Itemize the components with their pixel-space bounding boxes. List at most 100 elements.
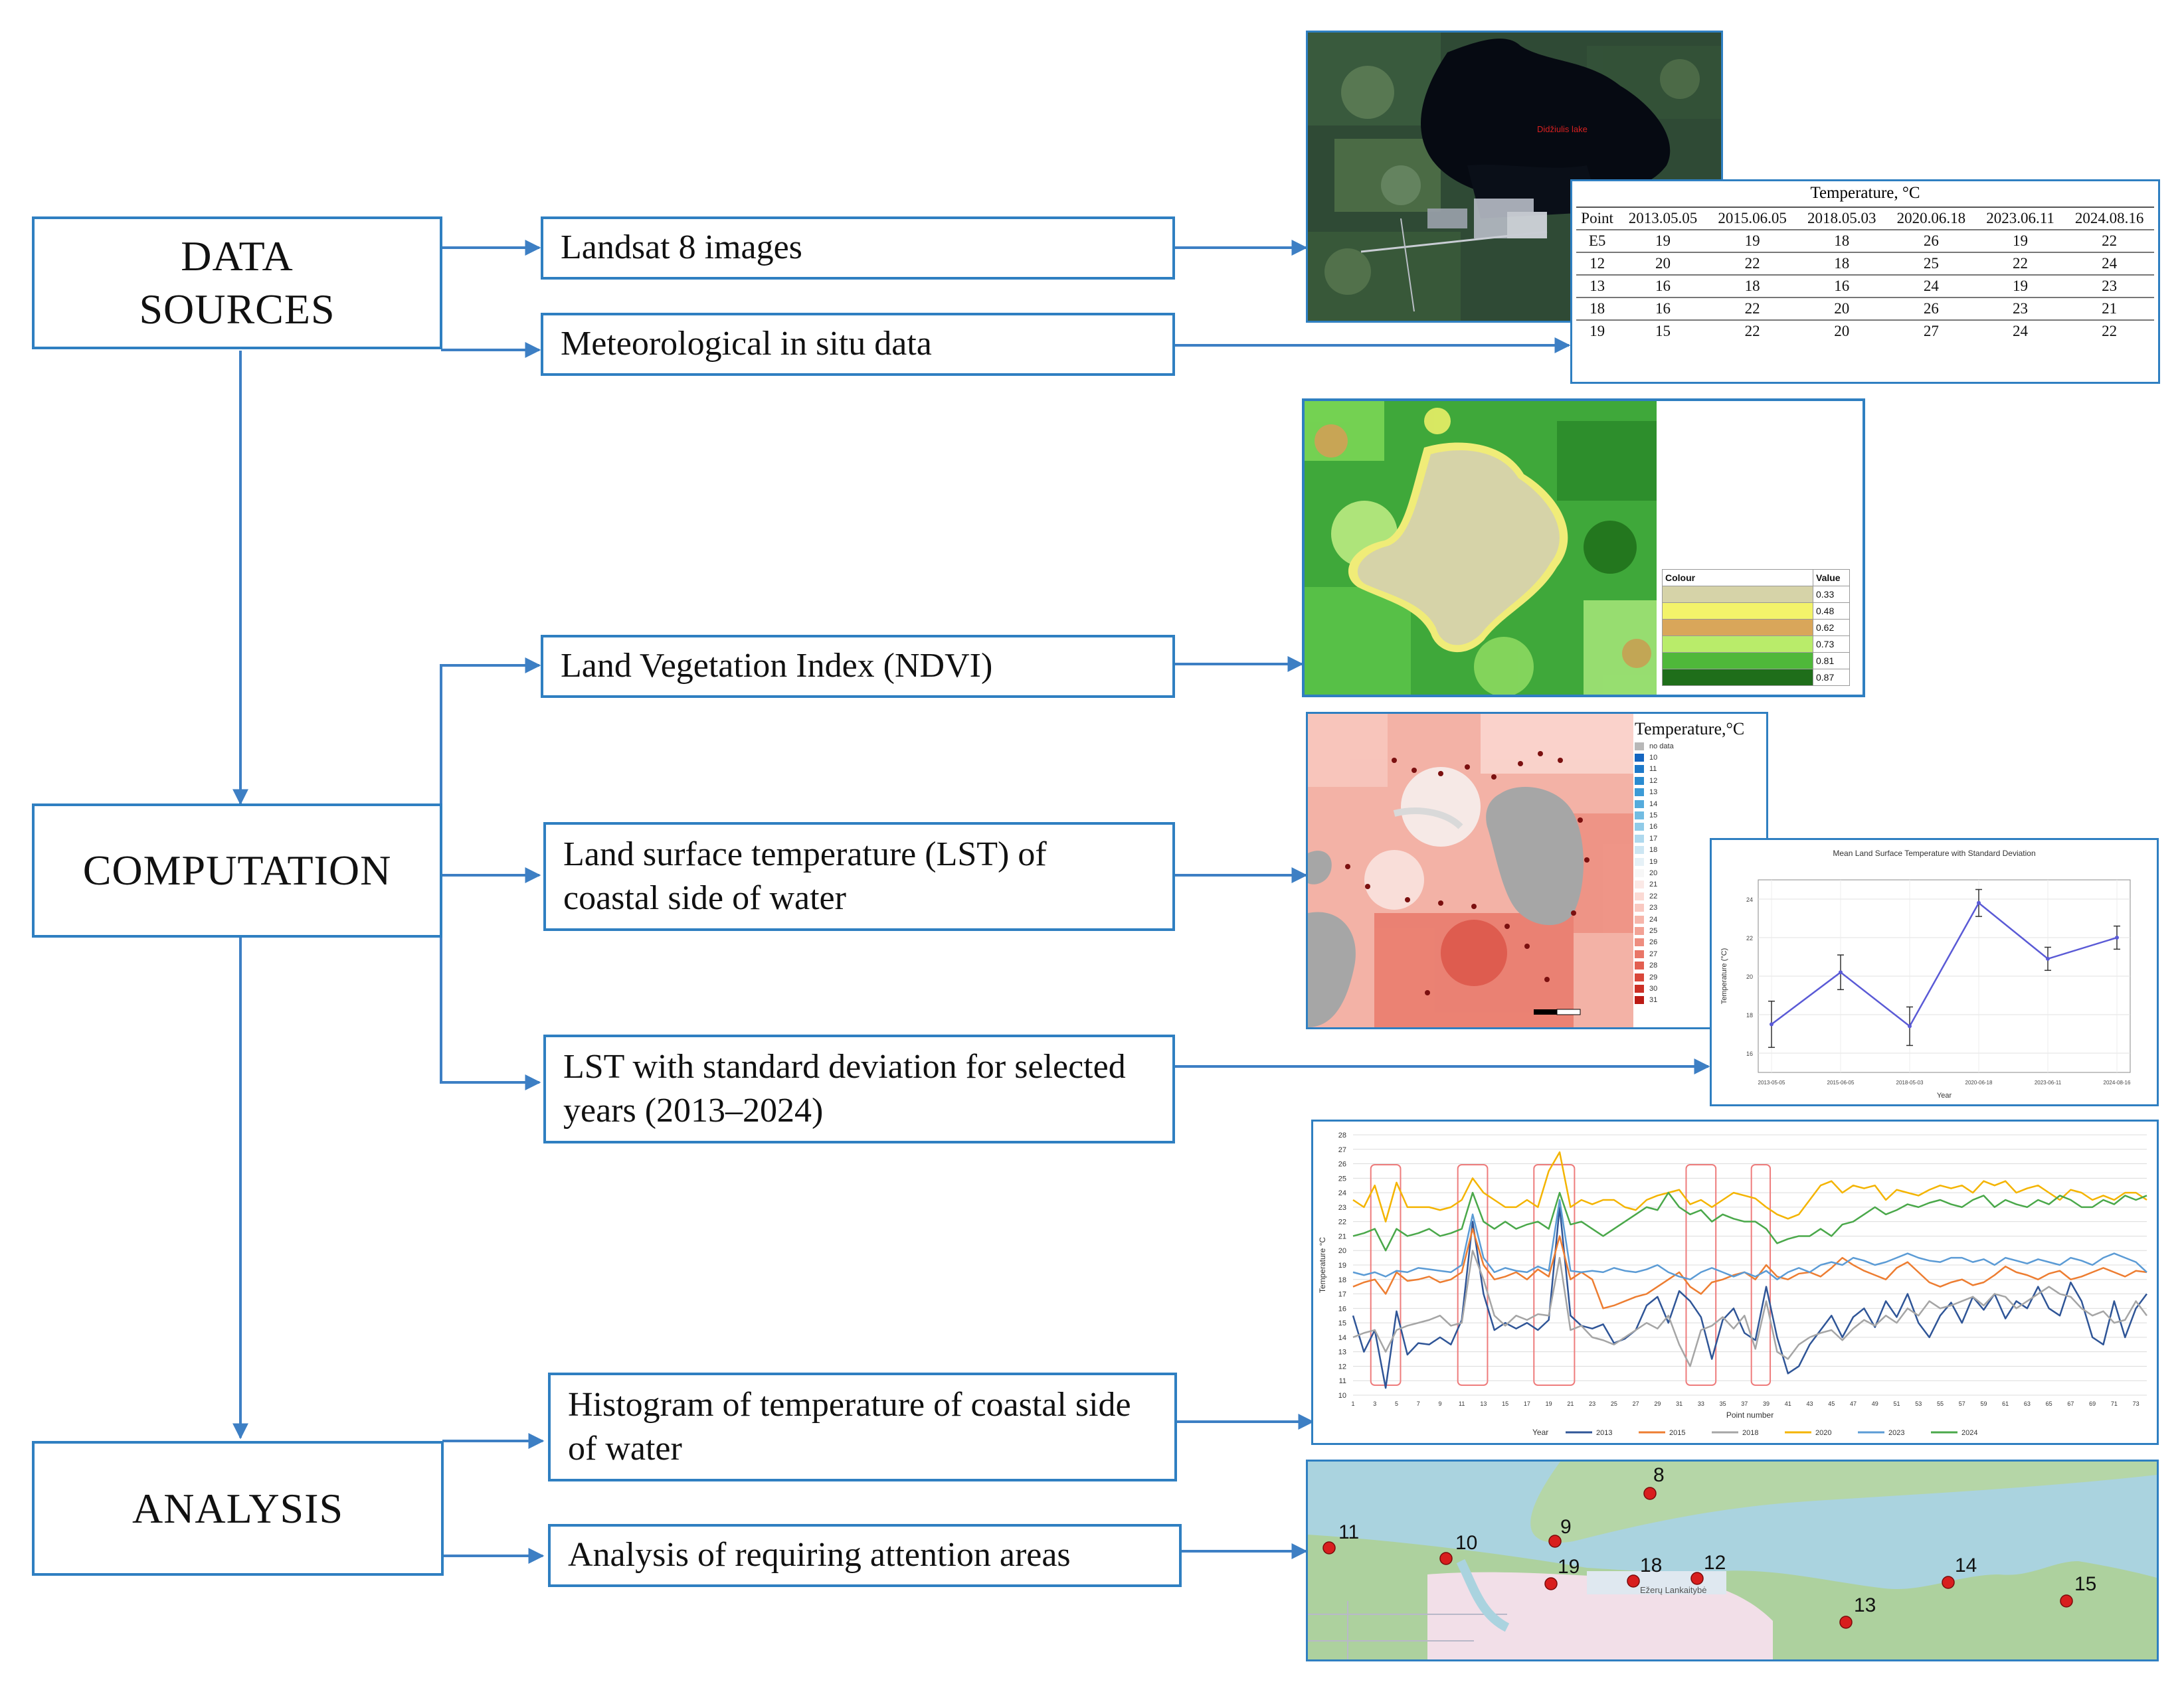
process-ndvi-label: Land Vegetation Index (NDVI): [561, 647, 993, 685]
lst-legend-label: 29: [1649, 973, 1658, 981]
table-cell: 22: [1707, 252, 1797, 275]
point-chart-ytick: 14: [1338, 1334, 1346, 1342]
lst-legend-label: 14: [1649, 800, 1658, 808]
point-chart-ytick: 24: [1338, 1189, 1346, 1197]
table-cell: 27: [1886, 319, 1976, 342]
point-chart-xtick: 53: [1915, 1400, 1922, 1407]
ndvi-swatch: [1662, 619, 1813, 636]
process-lst-std-label: LST with standard deviation for selected…: [563, 1047, 1126, 1130]
point-chart-xtick: 51: [1893, 1400, 1900, 1407]
point-chart-xtick: 23: [1589, 1400, 1595, 1407]
table-cell: 23: [1975, 297, 2065, 320]
ndvi-swatch: [1662, 652, 1813, 669]
process-attention: Analysis of requiring attention areas: [548, 1524, 1182, 1587]
table-cell: 20: [1797, 297, 1887, 320]
lst-legend-item: 15: [1635, 809, 1766, 821]
ndvi-legend-col1: Colour: [1662, 569, 1813, 586]
map-marker-label: 11: [1338, 1521, 1359, 1543]
map-marker: [1544, 1577, 1558, 1590]
lst-legend-item: 20: [1635, 867, 1766, 879]
table-cell: 15: [1618, 319, 1708, 342]
map-marker: [1322, 1541, 1336, 1555]
table-cell: 24: [1975, 319, 2065, 342]
landsat-image: Didžiulis lake: [1306, 31, 1723, 323]
lst-legend-label: no data: [1649, 742, 1674, 750]
lst-legend-item: 21: [1635, 879, 1766, 890]
map-marker: [1439, 1552, 1453, 1565]
table-cell: 19: [1975, 229, 2065, 252]
point-chart-series-line: [1352, 1191, 2147, 1252]
mean-chart-ytick: 16: [1746, 1051, 1753, 1057]
map-marker-label: 12: [1704, 1552, 1726, 1574]
point-chart-legend-label: 2015: [1669, 1429, 1685, 1437]
process-lst-std: LST with standard deviation for selected…: [543, 1035, 1175, 1143]
road-label: Ežerų Lankaitybė: [1640, 1585, 1706, 1595]
ndvi-legend-col2: Value: [1813, 569, 1850, 586]
point-chart-xtick: 21: [1567, 1400, 1574, 1407]
table-cell: 24: [2064, 252, 2154, 275]
lst-legend-swatch: [1635, 776, 1644, 785]
lst-legend-label: 11: [1649, 765, 1657, 774]
point-chart-legend-label: 2020: [1815, 1429, 1831, 1437]
lake-label: Didžiulis lake: [1537, 124, 1588, 134]
ndvi-swatch: [1662, 586, 1813, 603]
table-header-cell: Point: [1581, 210, 1613, 226]
lst-legend-label: 16: [1649, 823, 1658, 831]
point-chart-ytick: 13: [1338, 1349, 1346, 1357]
lst-legend-swatch: [1635, 800, 1644, 808]
table-cell: E5: [1576, 229, 1619, 252]
lst-legend-swatch: [1635, 823, 1644, 831]
point-chart-ylabel: Temperature °C: [1318, 1237, 1327, 1293]
lst-legend-swatch: [1635, 938, 1644, 947]
table-cell: 13: [1576, 274, 1619, 297]
stage-computation: COMPUTATION: [32, 803, 442, 938]
point-chart-xtick: 27: [1633, 1400, 1639, 1407]
point-chart-xtick: 71: [2111, 1400, 2118, 1407]
point-chart-xtick: 33: [1698, 1400, 1704, 1407]
point-chart-ytick: 26: [1338, 1161, 1346, 1169]
point-chart-legend-title: Year: [1532, 1428, 1548, 1437]
temperature-table: Point 2013.05.05 2015.06.05 2018.05.03 2…: [1576, 208, 2154, 342]
map-marker-label: 10: [1455, 1532, 1477, 1554]
process-histogram: Histogram of temperature of coastal side…: [548, 1373, 1177, 1481]
ndvi-swatch: [1662, 635, 1813, 653]
lst-legend-swatch: [1635, 881, 1644, 889]
lst-legend-label: 19: [1649, 857, 1658, 866]
point-chart-xtick: 55: [1937, 1400, 1944, 1407]
table-cell: 19: [1975, 274, 2065, 297]
point-chart-ytick: 19: [1338, 1262, 1346, 1270]
point-chart-ytick: 10: [1338, 1392, 1346, 1400]
lst-legend-item: no data: [1635, 740, 1766, 752]
table-cell: 22: [1707, 319, 1797, 342]
map-marker: [1548, 1535, 1562, 1548]
point-chart-ytick: 11: [1339, 1377, 1346, 1385]
table-cell: 22: [1975, 252, 2065, 275]
point-chart-series-line: [1352, 1206, 2147, 1389]
mean-chart-xtick: 2024-08-16: [2104, 1080, 2131, 1086]
ndvi-legend: Colour Value 0.33 0.48 0.62 0.73 0.81 0.…: [1662, 569, 1850, 686]
point-chart-ytick: 16: [1338, 1305, 1346, 1313]
mean-lst-chart: Mean Land Surface Temperature with Stand…: [1710, 838, 2159, 1106]
lst-legend-label: 26: [1649, 938, 1658, 947]
mean-chart-ylabel: Temperature (°C): [1720, 948, 1728, 1004]
mean-chart-xtick: 2015-06-05: [1827, 1080, 1855, 1086]
mean-chart-xtick: 2018-05-03: [1896, 1080, 1924, 1086]
mean-chart-xlabel: Year: [1937, 1092, 1952, 1100]
mean-chart-ytick: 24: [1746, 896, 1753, 903]
mean-chart-xtick: 2013-05-05: [1758, 1080, 1785, 1086]
lst-legend-item: 23: [1635, 902, 1766, 913]
lst-legend-swatch: [1635, 892, 1644, 900]
table-cell: 19: [1618, 229, 1708, 252]
lst-legend-title: Temperature,°C: [1635, 719, 1745, 738]
lst-legend-swatch: [1635, 742, 1644, 750]
ndvi-legend-row: 0.81: [1662, 652, 1850, 669]
point-chart-legend-label: 2023: [1888, 1429, 1904, 1437]
lst-legend-swatch: [1635, 857, 1644, 866]
point-chart-xtick: 65: [2046, 1400, 2052, 1407]
mean-chart-line: [1771, 901, 2118, 1028]
point-chart-ytick: 25: [1338, 1175, 1346, 1183]
